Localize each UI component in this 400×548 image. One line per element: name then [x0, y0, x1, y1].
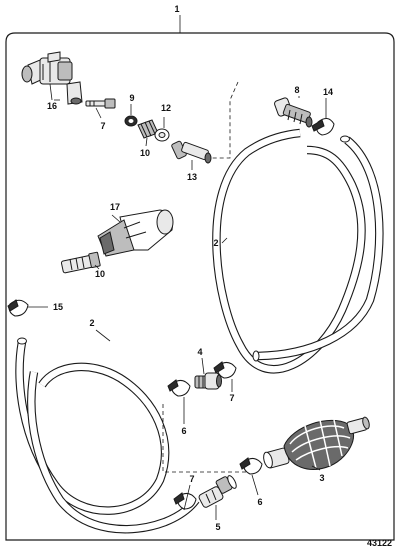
callout-labels: 16 7 9 10 12 13 8 14 17 2 10 15 2 4 7 6 … — [47, 85, 333, 532]
callout-7-upper: 7 — [229, 393, 234, 403]
dash-line-lower — [162, 404, 255, 473]
callout-14: 10 — [140, 148, 150, 158]
valve-stem-12 — [85, 98, 116, 109]
leader-lines — [28, 83, 327, 520]
callout-13: 9 — [129, 93, 134, 103]
hose-barb-9 — [60, 251, 101, 274]
dash-line-upper — [212, 81, 239, 159]
callout-2-upper: 2 — [213, 238, 218, 248]
callout-16: 13 — [187, 172, 197, 182]
callout-6-upper: 6 — [181, 426, 186, 436]
callout-15: 12 — [161, 103, 171, 113]
callout-1: 1 — [174, 4, 179, 14]
callout-10-lower: 15 — [53, 302, 63, 312]
tank-fitting-11 — [21, 51, 83, 105]
hose-clamp-10-upper — [311, 118, 335, 136]
callout-12: 7 — [100, 121, 105, 131]
connector-5 — [198, 475, 237, 508]
callout-11: 16 — [47, 101, 57, 111]
connector-4 — [194, 372, 222, 390]
callout-17: 17 — [110, 202, 120, 212]
tank-connector-17 — [97, 209, 174, 257]
hose-fitting-8 — [274, 97, 313, 128]
callout-9: 10 — [95, 269, 105, 279]
fuel-hose-lower — [15, 337, 200, 534]
clamp-6-lower — [239, 457, 263, 475]
clamp-7-upper — [213, 361, 237, 379]
figure-number: 43122 — [367, 538, 392, 548]
primer-bulb-3 — [263, 416, 370, 470]
callout-5: 5 — [215, 522, 220, 532]
assembly-frame — [5, 32, 395, 541]
seal-ring-13 — [124, 115, 138, 127]
callout-3: 3 — [319, 473, 324, 483]
fuel-hose-upper — [212, 128, 384, 374]
fitting-16 — [171, 140, 212, 164]
callout-10-upper: 14 — [323, 87, 333, 97]
clamp-7-lower — [173, 492, 197, 510]
callout-7-lower: 7 — [189, 474, 194, 484]
callout-2-lower: 2 — [89, 318, 94, 328]
hose-clamp-10-lower — [7, 299, 29, 317]
clamp-6-upper — [167, 379, 191, 397]
callout-6-lower: 6 — [257, 497, 262, 507]
callout-8: 8 — [294, 85, 299, 95]
callout-4: 4 — [197, 347, 202, 357]
spring-14 — [137, 119, 159, 139]
washer-15 — [154, 128, 170, 142]
